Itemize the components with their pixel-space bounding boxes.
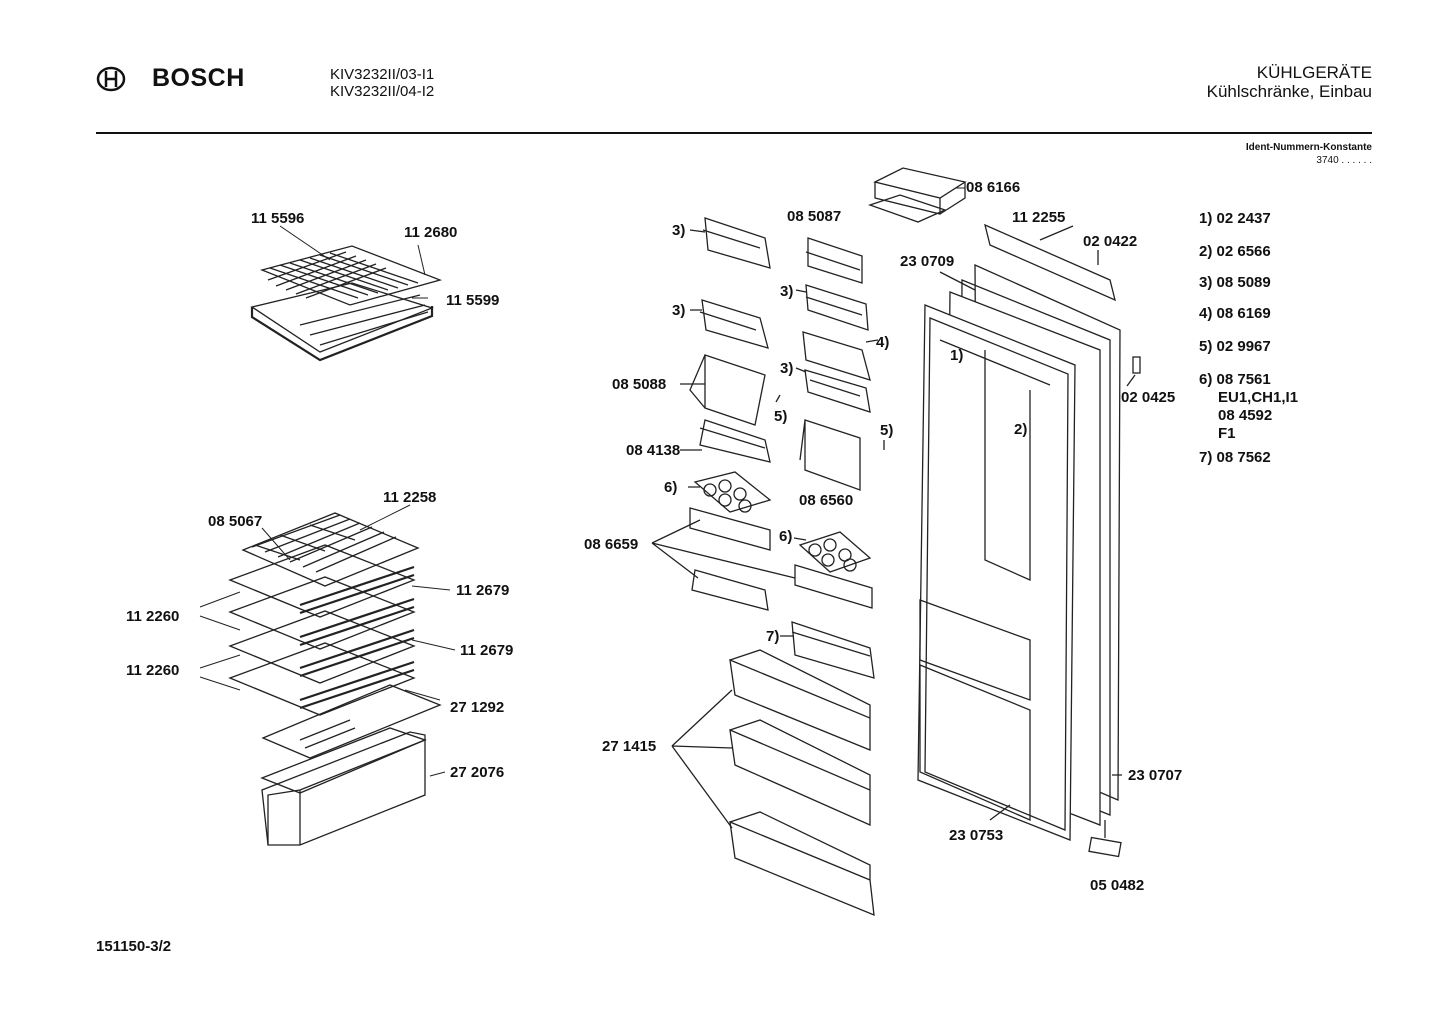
note-6-alt-variant: F1	[1218, 425, 1236, 442]
label-11-5596: 11 5596	[251, 210, 305, 227]
label-08-5067: 08 5067	[208, 513, 263, 530]
label-4: 4)	[876, 334, 890, 351]
label-08-6659: 08 6659	[584, 536, 639, 553]
note-key: 6)	[1199, 371, 1213, 388]
model-number-1: KIV3232II/03-I1	[330, 66, 435, 83]
shelf-stack	[228, 512, 442, 846]
note-4: 4) 08 6169	[1199, 305, 1271, 322]
label-23-0709: 23 0709	[900, 253, 955, 270]
header-divider	[96, 132, 1372, 134]
note-value: 02 6566	[1216, 243, 1271, 260]
label-02-0422: 02 0422	[1083, 233, 1138, 250]
ident-label: Ident-Nummern-Konstante	[1245, 142, 1372, 153]
note-3: 3) 08 5089	[1199, 274, 1271, 291]
note-key: 5)	[1199, 338, 1213, 355]
brand-name: BOSCH	[152, 64, 245, 92]
label-11-2260-b: 11 2260	[126, 662, 180, 679]
label-6-a: 6)	[664, 479, 678, 496]
note-value: 08 5089	[1216, 274, 1271, 291]
label-08-6560: 08 6560	[799, 492, 854, 509]
bosch-logo-icon	[96, 66, 126, 97]
label-7: 7)	[766, 628, 780, 645]
label-11-2679-b: 11 2679	[460, 642, 514, 659]
label-27-1415: 27 1415	[602, 738, 657, 755]
label-23-0707: 23 0707	[1128, 767, 1183, 784]
crisper-lid	[868, 167, 967, 223]
label-05-0482: 05 0482	[1090, 877, 1145, 894]
door-bins	[689, 217, 875, 917]
note-6-variant: EU1,CH1,I1	[1218, 389, 1299, 406]
label-11-5599: 11 5599	[446, 292, 500, 309]
label-08-6166: 08 6166	[966, 179, 1021, 196]
label-1: 1)	[950, 347, 964, 364]
label-08-4138: 08 4138	[626, 442, 681, 459]
label-5-a: 5)	[774, 408, 788, 425]
label-3-a: 3)	[672, 222, 686, 239]
label-3-c: 3)	[672, 302, 686, 319]
label-3-d: 3)	[780, 360, 794, 377]
ident-value: 3740 . . . . . .	[1316, 155, 1372, 166]
label-11-2258: 11 2258	[383, 489, 437, 506]
category-title: KÜHLGERÄTE	[1256, 63, 1372, 82]
label-27-1292: 27 1292	[450, 699, 505, 716]
label-11-2255: 11 2255	[1012, 209, 1066, 226]
model-number-2: KIV3232II/04-I2	[330, 83, 435, 100]
door-panel	[917, 223, 1141, 858]
note-6-alt: 08 4592	[1218, 407, 1273, 424]
label-5-b: 5)	[880, 422, 894, 439]
note-5: 5) 02 9967	[1199, 338, 1271, 355]
note-value: 08 6169	[1216, 305, 1271, 322]
note-key: 3)	[1199, 274, 1213, 291]
note-key: 2)	[1199, 243, 1213, 260]
note-6: 6) 08 7561	[1199, 371, 1271, 388]
note-value: 08 7561	[1216, 371, 1271, 388]
note-key: 4)	[1199, 305, 1213, 322]
note-7: 7) 08 7562	[1199, 449, 1271, 466]
note-key: 1)	[1199, 210, 1213, 227]
label-11-2680: 11 2680	[404, 224, 458, 241]
note-value: 08 7562	[1216, 449, 1271, 466]
wire-shelf-top	[250, 245, 443, 362]
note-value: 02 9967	[1216, 338, 1271, 355]
note-1: 1) 02 2437	[1199, 210, 1271, 227]
drawing-number: 151150-3/2	[96, 938, 172, 955]
label-08-5088: 08 5088	[612, 376, 667, 393]
label-11-2260-a: 11 2260	[126, 608, 180, 625]
label-08-5087: 08 5087	[787, 208, 842, 225]
label-6-b: 6)	[779, 528, 793, 545]
label-2: 2)	[1014, 421, 1028, 438]
label-27-2076: 27 2076	[450, 764, 505, 781]
label-23-0753: 23 0753	[949, 827, 1004, 844]
label-3-b: 3)	[780, 283, 794, 300]
label-02-0425: 02 0425	[1121, 389, 1176, 406]
note-2: 2) 02 6566	[1199, 243, 1271, 260]
note-key: 7)	[1199, 449, 1213, 466]
note-value: 02 2437	[1216, 210, 1271, 227]
category-subtitle: Kühlschränke, Einbau	[1206, 82, 1372, 101]
label-11-2679-a: 11 2679	[456, 582, 510, 599]
